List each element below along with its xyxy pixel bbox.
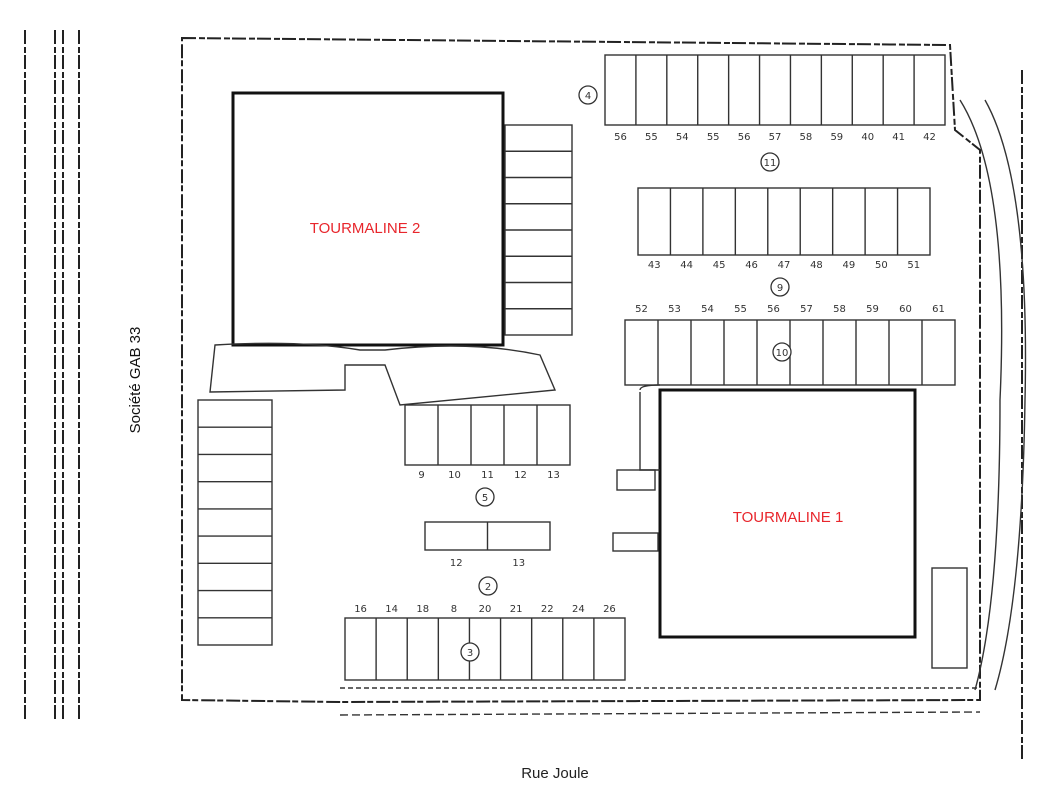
stall-number: 11: [481, 470, 494, 481]
lot-circle: [578, 85, 598, 105]
stall-number: 61: [932, 304, 945, 315]
stall-number: 22: [541, 604, 554, 615]
stall-number: 53: [668, 304, 681, 315]
circled-lot-number: 9: [777, 283, 783, 294]
stall-number: 47: [778, 260, 791, 271]
stall-number: 60: [899, 304, 912, 315]
left-road-lines: [24, 30, 1023, 760]
stall-number: 49: [843, 260, 856, 271]
stall-number: 13: [512, 558, 525, 569]
stall-number: 46: [745, 260, 758, 271]
stall-number: 56: [767, 304, 780, 315]
stall-number: 54: [701, 304, 714, 315]
stall-number: 42: [923, 132, 936, 143]
circled-lot-number: 3: [467, 648, 473, 659]
circled-lot-number: 11: [764, 158, 777, 169]
path-edge: [639, 384, 661, 391]
tourmaline-2-building[interactable]: [231, 91, 505, 347]
stall-number: 26: [603, 604, 616, 615]
stall-number: 48: [810, 260, 823, 271]
circled-lot-number: 2: [485, 582, 491, 593]
stall-number: 51: [907, 260, 920, 271]
parking-stalls: [197, 54, 956, 681]
stall-number: 56: [738, 132, 751, 143]
tourmaline-2-label: TOURMALINE 2: [310, 220, 421, 237]
stall-number: 20: [479, 604, 492, 615]
stall-number: 13: [547, 470, 560, 481]
stall-number: 41: [892, 132, 905, 143]
stall-number: 58: [833, 304, 846, 315]
stall-number: 59: [866, 304, 879, 315]
stall-number: 40: [861, 132, 874, 143]
slope-hatching: [959, 99, 1027, 691]
stall-number: 57: [769, 132, 782, 143]
small-structure: [931, 567, 968, 669]
stall-number: 24: [572, 604, 585, 615]
stall-number: 45: [713, 260, 726, 271]
parking-row-bottom_row: [344, 617, 626, 681]
small-structure: [612, 532, 659, 552]
tourmaline-2-forecourt: [209, 342, 557, 406]
stall-number: 21: [510, 604, 523, 615]
lot-circle: [770, 277, 790, 297]
stall-number: 43: [648, 260, 661, 271]
stall-number: 58: [800, 132, 813, 143]
street-edge-line: [339, 711, 981, 716]
parking-row-south_t2_row: [404, 404, 571, 466]
site-boundary: [181, 36, 981, 704]
lot-circle: [760, 152, 780, 172]
parking-column-west: [197, 399, 273, 646]
circled-lot-number: 5: [482, 493, 488, 504]
lot-circle: [772, 342, 792, 362]
stall-number: 55: [734, 304, 747, 315]
stall-number: 8: [451, 604, 457, 615]
stall-number: 52: [635, 304, 648, 315]
stall-number: 12: [450, 558, 463, 569]
stall-number: 50: [875, 260, 888, 271]
stall-number: 55: [645, 132, 658, 143]
street-label: Rue Joule: [521, 765, 589, 782]
small-structure: [616, 469, 656, 491]
stall-number: 57: [800, 304, 813, 315]
path-edge: [639, 392, 660, 471]
tourmaline-1-label: TOURMALINE 1: [733, 509, 844, 526]
stall-number: 54: [676, 132, 689, 143]
circled-lot-number: 4: [585, 91, 591, 102]
stall-number: 10: [448, 470, 461, 481]
stall-number: 59: [830, 132, 843, 143]
neighbour-label: Société GAB 33: [127, 327, 144, 434]
tourmaline-1-building[interactable]: [658, 388, 917, 639]
stall-number: 9: [418, 470, 424, 481]
stall-number: 16: [354, 604, 367, 615]
parking-row-middle_row: [637, 187, 931, 256]
stall-number: 12: [514, 470, 527, 481]
stall-number: 55: [707, 132, 720, 143]
lot-circle: [478, 576, 498, 596]
parking-row-top_row: [604, 54, 946, 126]
stall-number: 44: [680, 260, 693, 271]
stall-number: 18: [416, 604, 429, 615]
stall-number: 14: [385, 604, 398, 615]
lot-circle: [460, 642, 480, 662]
stall-number: 56: [614, 132, 627, 143]
circled-lot-number: 10: [776, 348, 789, 359]
lot-circle: [475, 487, 495, 507]
